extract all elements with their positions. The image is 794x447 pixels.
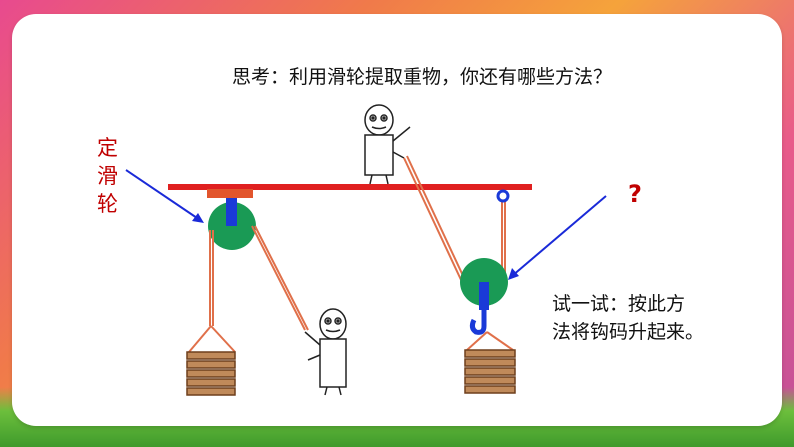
stick-figure-icon	[304, 308, 347, 396]
fixed-pulley	[208, 198, 256, 250]
stick-figure-icon	[364, 104, 411, 185]
anchor-ring	[496, 189, 510, 203]
hook-icon	[469, 306, 487, 335]
ceiling-beam	[168, 184, 532, 190]
try-line-2: 法将钩码升起来。	[552, 321, 705, 343]
label-char: 轮	[97, 192, 118, 216]
slide-card	[12, 14, 782, 426]
weight-stack-icon	[186, 351, 236, 396]
label-char: 滑	[97, 164, 118, 188]
try-line-1: 试一试：按此方	[552, 293, 686, 315]
fixed-pulley-arrow	[125, 169, 204, 223]
fixed-pulley-label: 定 滑 轮	[97, 134, 121, 218]
label-char: 定	[97, 136, 118, 160]
movable-pulley-arrow	[508, 195, 607, 280]
fixed-pulley-rope	[188, 225, 309, 353]
try-instruction: 试一试：按此方 法将钩码升起来。	[552, 290, 704, 346]
fixed-pulley-bracket	[207, 189, 253, 198]
question-mark: ?	[628, 180, 642, 208]
movable-pulley	[460, 258, 508, 335]
slide-title: 思考：利用滑轮提取重物，你还有哪些方法？	[232, 66, 613, 88]
weight-stack-icon	[464, 349, 516, 394]
